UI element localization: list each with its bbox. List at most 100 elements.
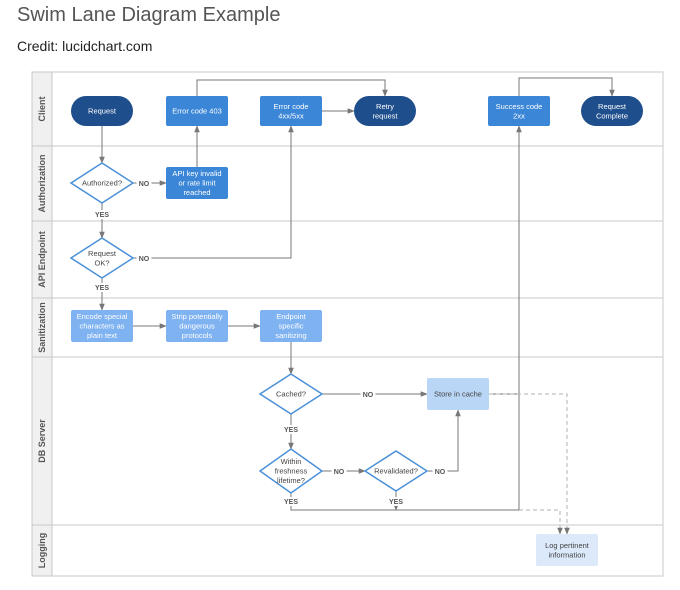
node-label-line: 4xx/5xx (278, 111, 304, 120)
node-label-line: Endpoint (276, 312, 307, 321)
decision-shape (258, 373, 324, 415)
edge-label-yes: YES (389, 499, 403, 506)
node-label-line: Success code (496, 102, 543, 111)
node-label-line: request (372, 111, 398, 120)
node-label-line: dangerous (179, 322, 215, 331)
node-label-line: Cached? (276, 390, 306, 399)
process-shape (427, 378, 489, 410)
process-shape (166, 167, 228, 199)
edge-label-bg (331, 467, 347, 476)
edge-request-ok-no-to-error-4xx (133, 125, 294, 259)
edge-label-bg (385, 497, 407, 506)
lane-client: Client (31, 71, 53, 147)
edge-label-no: NO (139, 256, 150, 263)
node-label-line: Revalidated? (374, 467, 418, 476)
edge-label-no: NO (435, 469, 446, 476)
edge-label-bg (136, 179, 152, 188)
lane-label-db-server: DB Server (37, 419, 47, 463)
process-shape (166, 310, 228, 342)
lane-label-api-endpoint: API Endpoint (37, 231, 47, 288)
node-label-line: information (548, 550, 585, 559)
lane-logging: Logging (31, 524, 663, 577)
node-label-line: protocols (182, 331, 213, 340)
edge-error-403-to-retry (196, 79, 388, 97)
edge-label-yes: YES (95, 212, 109, 219)
decision-shape (69, 237, 135, 279)
edge-label-yes: YES (95, 285, 109, 292)
lane-label-sanitization: Sanitization (37, 302, 47, 353)
page-title: Swim Lane Diagram Example (17, 4, 281, 26)
node-cached: Cached? (258, 373, 324, 415)
edge-label-no: NO (139, 181, 150, 188)
edge-yes-path-to-log (519, 509, 563, 535)
decision-shape (69, 162, 135, 204)
node-label-line: Request (88, 249, 117, 258)
lane-db-server: DB Server (31, 356, 663, 526)
node-label-line: Error code (273, 102, 308, 111)
node-label-line: Log pertinent (545, 541, 590, 550)
edge-label-bg (280, 425, 302, 434)
terminal-shape (354, 96, 416, 126)
node-label-line: characters as (79, 322, 124, 331)
lane-sanitization: Sanitization (31, 297, 663, 358)
edge-label-no: NO (363, 392, 374, 399)
node-label-line: OK? (94, 258, 109, 267)
process-shape (536, 534, 598, 566)
edge-label-yes: YES (284, 427, 298, 434)
edge-label-bg (91, 283, 113, 292)
edge-label-bg (360, 390, 376, 399)
node-label-line: 2xx (513, 111, 525, 120)
decision-shape (363, 450, 429, 492)
page-credit: Credit: lucidchart.com (17, 38, 153, 54)
node-label-line: Error code 403 (172, 107, 222, 116)
node-label-line: or rate limit (178, 179, 216, 188)
lane-api-endpoint: API Endpoint (31, 220, 663, 299)
lane-label-logging: Logging (37, 533, 47, 569)
lane-label-authorization: Authorization (37, 155, 47, 213)
lane-label-client: Client (37, 96, 47, 121)
diagram-frame (31, 71, 664, 577)
decision-shape (258, 448, 324, 494)
node-label-line: Retry (376, 102, 394, 111)
node-authorized: Authorized? (69, 162, 135, 204)
process-shape (260, 310, 322, 342)
edge-label-bg (280, 497, 302, 506)
node-label-line: API key invalid (172, 169, 221, 178)
node-label-line: Request (598, 102, 627, 111)
node-label-line: Strip potentially (171, 312, 223, 321)
node-label-line: Encode special (77, 312, 128, 321)
edge-label-bg (91, 210, 113, 219)
process-shape (488, 96, 550, 126)
node-label-line: lifetime? (277, 476, 305, 485)
edge-label-yes: YES (284, 499, 298, 506)
node-label-line: Within (281, 457, 302, 466)
node-label-line: Authorized? (82, 179, 122, 188)
edge-label-no: NO (334, 469, 345, 476)
process-shape (260, 96, 322, 126)
node-label-line: Complete (596, 111, 628, 120)
node-label-line: sanitizing (275, 331, 306, 340)
node-error-403: Error code 403 (166, 96, 228, 126)
process-shape (166, 96, 228, 126)
node-label-line: Request (88, 107, 117, 116)
terminal-shape (71, 96, 133, 126)
edge-store-to-log (489, 393, 570, 535)
node-request: Request (71, 96, 133, 126)
node-store-cache: Store in cache (427, 378, 489, 410)
terminal-shape (581, 96, 643, 126)
process-shape (71, 310, 133, 342)
edge-success-to-complete (518, 77, 615, 97)
edge-label-bg (432, 467, 448, 476)
node-label-line: specific (278, 322, 303, 331)
